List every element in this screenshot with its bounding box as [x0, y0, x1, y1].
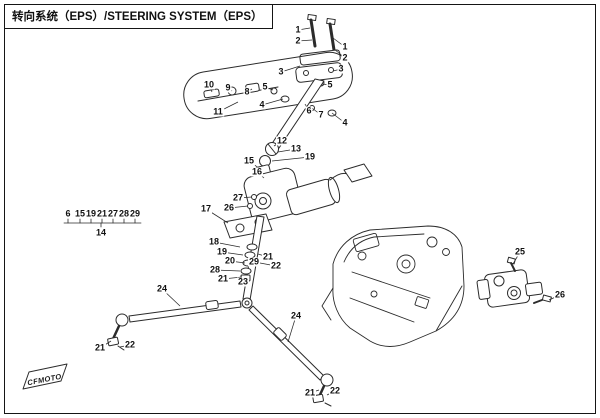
callout-21: 21 — [95, 208, 109, 219]
callout-13: 13 — [289, 143, 303, 154]
callout-3: 3 — [277, 66, 285, 77]
tie-rod-right — [248, 305, 334, 407]
callout-19: 19 — [215, 246, 229, 257]
callout-22: 22 — [269, 260, 283, 271]
callout-14: 14 — [94, 227, 108, 238]
callout-5: 5 — [261, 81, 269, 92]
callout-20: 20 — [223, 255, 237, 266]
callout-5: 5 — [326, 79, 334, 90]
callout-24: 24 — [289, 310, 303, 321]
callout-25: 25 — [513, 246, 527, 257]
callout-1: 1 — [341, 41, 349, 52]
callout-19: 19 — [84, 208, 98, 219]
callout-21: 21 — [216, 273, 230, 284]
callout-16: 16 — [250, 166, 264, 177]
callout-3: 3 — [337, 63, 345, 74]
callout-21: 21 — [303, 387, 317, 398]
callout-23: 23 — [236, 276, 250, 287]
callout-6: 6 — [305, 105, 313, 116]
callout-9: 9 — [224, 82, 232, 93]
frame-structure — [321, 225, 465, 347]
callout-6: 6 — [64, 208, 72, 219]
callout-7: 7 — [317, 109, 325, 120]
callout-27: 27 — [106, 208, 120, 219]
callout-29: 29 — [128, 208, 142, 219]
callout-2: 2 — [294, 35, 302, 46]
page-title: 转向系统（EPS）/STEERING SYSTEM（EPS） — [4, 4, 274, 29]
callout-21: 21 — [261, 251, 275, 262]
callout-22: 22 — [328, 385, 342, 396]
callout-8: 8 — [243, 86, 251, 97]
callout-22: 22 — [123, 339, 137, 350]
callout-10: 10 — [202, 79, 216, 90]
clamp-bolts — [307, 13, 336, 52]
callout-29: 29 — [247, 256, 261, 267]
callout-12: 12 — [275, 135, 289, 146]
callout-11: 11 — [212, 106, 224, 117]
callout-15: 15 — [242, 155, 256, 166]
callout-2: 2 — [341, 52, 349, 63]
callout-26: 26 — [553, 289, 567, 300]
callout-19: 19 — [303, 151, 317, 162]
steering-gear — [476, 256, 552, 308]
pitman-joint — [241, 297, 253, 309]
assembly-group-bracket — [63, 218, 142, 228]
callout-18: 18 — [207, 236, 221, 247]
callout-28: 28 — [117, 208, 131, 219]
callout-21: 21 — [93, 342, 107, 353]
universal-joint — [259, 142, 279, 167]
callout-27: 27 — [231, 192, 245, 203]
callout-1: 1 — [294, 24, 302, 35]
callout-4: 4 — [258, 99, 266, 110]
callout-4: 4 — [341, 117, 349, 128]
callout-26: 26 — [222, 202, 236, 213]
tie-rod-left — [107, 299, 242, 351]
eps-unit — [243, 163, 373, 223]
callout-24: 24 — [155, 283, 169, 294]
callout-28: 28 — [208, 264, 222, 275]
callout-17: 17 — [199, 203, 213, 214]
callout-15: 15 — [73, 208, 87, 219]
